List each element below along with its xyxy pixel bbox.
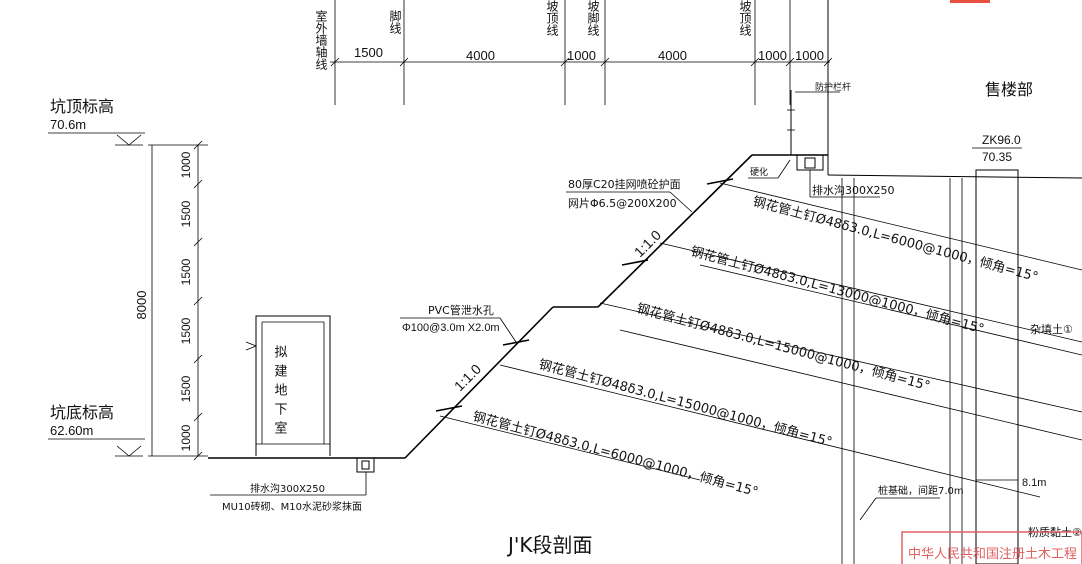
dim-seg-1: 1000 — [179, 151, 193, 178]
pvc-label: PVC管泄水孔 — [428, 303, 494, 317]
pvc-spec: Φ100@3.0m X2.0m — [402, 322, 500, 334]
slope-ratio-lower: 1:1.0 — [451, 361, 484, 394]
section-title: J'K段剖面 — [506, 533, 593, 557]
top-axis-group: 1500 4000 1000 4000 1000 1000 室外墙轴线 脚线 坡… — [314, 0, 833, 175]
borehole-elevation: 70.35 — [982, 150, 1012, 164]
soil-nail-lines — [439, 182, 1082, 498]
dim-4000-a: 4000 — [466, 48, 495, 63]
pit-bottom-label: 坑底标高 — [50, 403, 114, 422]
stamp-text: 中华人民共和国注册土木工程 — [908, 547, 1077, 562]
nail-label-5: 钢花管土钉Ø48δ3.0,L=6000@1000，倾角=15° — [471, 408, 760, 500]
dim-1500: 1500 — [354, 45, 383, 60]
sales-office-label: 售楼部 — [985, 80, 1033, 99]
slope-profile — [208, 90, 1082, 473]
registration-stamp: 中华人民共和国注册土木工程 — [901, 531, 1082, 564]
axis-label-outer-wall: 室外墙轴线 — [314, 9, 328, 70]
nail-label-3: 钢花管土钉Ø48δ3.0,L=15000@1000，倾角=15° — [635, 300, 932, 394]
piles: 桩基础，间距7.0m — [841, 178, 964, 564]
dim-1000-a: 1000 — [567, 48, 596, 63]
bottom-ditch-material: MU10砖砌、M10水泥砂浆抹面 — [222, 500, 362, 513]
dim-seg-4: 1500 — [179, 317, 193, 344]
depth-mark: 8.1m — [1022, 477, 1046, 489]
axis-label-slope-foot: 坡脚线 — [586, 0, 600, 36]
axis-label-slope-top: 坡顶线 — [545, 0, 559, 36]
shotcrete-label: 80厚C20挂网喷砼护面 — [568, 177, 681, 191]
mesh-label: 网片Φ6.5@200X200 — [568, 197, 677, 210]
page-edge-marker — [950, 0, 990, 3]
bottom-ditch-label: 排水沟300X250 — [250, 482, 325, 495]
axis-label-top-right: 坡顶线 — [738, 0, 752, 36]
borehole: ZK96.0 70.35 8.1m — [972, 133, 1046, 564]
guardrail-label: 防护栏杆 — [815, 81, 851, 93]
shotcrete-callout: 80厚C20挂网喷砼护面 网片Φ6.5@200X200 — [566, 177, 693, 213]
top-ditch-label: 排水沟300X250 — [812, 183, 895, 197]
pit-top-label: 坑顶标高 — [50, 97, 114, 116]
left-elevation-labels: 坑顶标高 70.6m 坑底标高 62.60m — [48, 97, 145, 457]
pile-note: 桩基础，间距7.0m — [878, 484, 964, 497]
pvc-callout: PVC管泄水孔 Φ100@3.0m X2.0m — [400, 303, 517, 343]
dim-seg-3: 1500 — [179, 258, 193, 285]
basement-outline: 拟建地下室 — [245, 315, 331, 456]
fill-soil-label: 杂填土① — [1030, 322, 1073, 336]
pit-bottom-value: 62.60m — [50, 423, 93, 438]
dim-4000-b: 4000 — [658, 48, 687, 63]
hardening-label: 硬化 — [750, 166, 768, 178]
pit-top-value: 70.6m — [50, 117, 86, 132]
dim-seg-2: 1500 — [179, 200, 193, 227]
bottom-ditch-callout: 排水沟300X250 MU10砖砌、M10水泥砂浆抹面 — [210, 472, 367, 513]
dim-1000-c: 1000 — [795, 48, 824, 63]
axis-label-foot-line: 脚线 — [388, 9, 402, 34]
dim-total-8000: 8000 — [134, 291, 149, 320]
dim-seg-5: 1500 — [179, 375, 193, 402]
dim-seg-6: 1000 — [179, 424, 193, 451]
vertical-dimensions: 8000 1000 1500 1500 1500 1500 1000 — [134, 140, 208, 461]
borehole-id: ZK96.0 — [982, 133, 1021, 147]
dim-1000-b: 1000 — [758, 48, 787, 63]
basement-label: 拟建地下室 — [272, 345, 288, 440]
slope-ratio-upper: 1:1.0 — [631, 227, 664, 260]
